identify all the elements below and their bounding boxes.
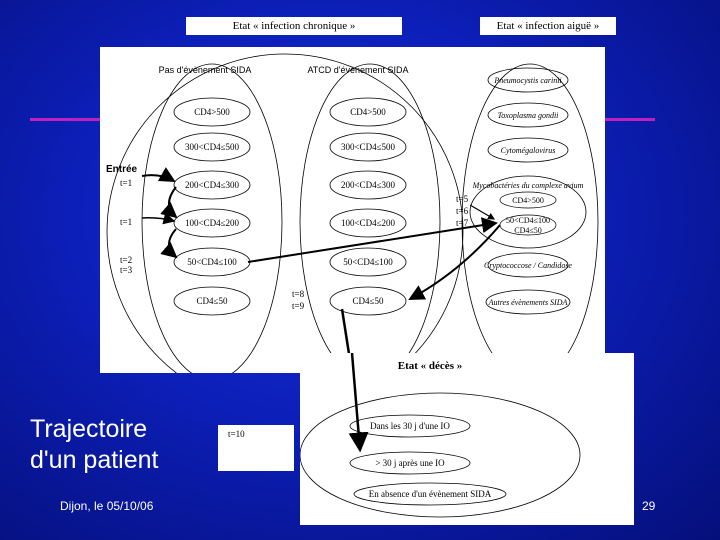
time-label-box: t=10 [218, 425, 294, 471]
trajectory-arrows [141, 167, 501, 300]
trajectory-arrow [141, 212, 176, 225]
state-node [173, 170, 251, 200]
state-node [173, 97, 251, 127]
state-label: 300<CD4≤500 [341, 142, 396, 152]
state-label: 200<CD4≤300 [341, 180, 396, 190]
accent-line-right [605, 118, 655, 121]
time-label: t=1 [120, 178, 132, 188]
acute-sub-state-label: 50<CD4≤100 [506, 216, 550, 225]
state-label: 100<CD4≤200 [341, 218, 396, 228]
state-label: 100<CD4≤200 [185, 218, 240, 228]
slide-title-line2: d'un patient [30, 446, 159, 474]
trajectory-arrow [141, 167, 176, 182]
acute-event-label: Toxoplasma gondii [498, 111, 559, 120]
time-label: t=6 [456, 206, 469, 216]
state-node [329, 208, 407, 238]
state-node [329, 132, 407, 162]
death-trajectory-arrow [348, 352, 369, 453]
page-number: 29 [642, 499, 656, 513]
trajectory-arrow [469, 204, 496, 220]
death-state-panel: Etat « décès » Dans les 30 j d'une IO > … [299, 352, 634, 525]
state-node [329, 286, 407, 316]
accent-line-left [30, 118, 102, 121]
time-label: t=8 [292, 289, 305, 299]
state-label: CD4>500 [194, 107, 230, 117]
no-aids-states: CD4>500 300<CD4≤500 200<CD4≤300 100<CD4≤… [173, 97, 251, 316]
state-label: CD4>500 [350, 107, 386, 117]
acute-event-label: Autres évènements SIDA [488, 298, 568, 307]
aids-history-column-title: ATCD d'évènement SIDA [307, 65, 408, 75]
acute-events: Pneumocystis carinii Toxoplasma gondii C… [469, 67, 587, 315]
acute-sub-state-label: CD4≤50 [514, 226, 542, 235]
acute-event-node [487, 137, 569, 163]
diagram-svg: Pas d'évènement SIDA ATCD d'évènement SI… [106, 53, 599, 411]
acute-event-label: Cytomégalovirus [501, 146, 556, 155]
acute-event-node [487, 67, 569, 93]
time-label: t=10 [228, 429, 245, 439]
death-outer-ellipse [299, 392, 581, 518]
acute-state-label: Etat « infection aiguë » [480, 17, 616, 35]
acute-event-node [487, 252, 569, 278]
time-label: t=3 [120, 265, 133, 275]
trajectory-arrow [160, 186, 178, 219]
death-svg: Etat « décès » Dans les 30 j d'une IO > … [299, 352, 581, 518]
time-label: t=5 [456, 194, 469, 204]
no-aids-column-title: Pas d'évènement SIDA [159, 65, 252, 75]
state-label: 300<CD4≤500 [185, 142, 240, 152]
time-label: t=9 [292, 301, 305, 311]
death-title: Etat « décès » [398, 360, 462, 372]
acute-sub-state-label: CD4>500 [512, 196, 544, 205]
state-label: 50<CD4≤100 [187, 257, 237, 267]
chronic-state-label: Etat « infection chronique » [186, 17, 402, 35]
death-state-label: > 30 j après une IO [375, 458, 445, 468]
state-node [173, 132, 251, 162]
time-label: t=7 [456, 218, 469, 228]
trajectory-arrow [160, 228, 178, 259]
acute-event-label: Mycobactéries du complexe avium [472, 181, 584, 190]
slide-title: Trajectoire d'un patient [30, 414, 159, 476]
acute-event-label: Cryptococcose / Candidose [484, 261, 572, 270]
death-state-node [353, 482, 507, 506]
entry-label: Entrée [106, 164, 138, 175]
death-state-label: Dans les 30 j d'une IO [370, 421, 450, 431]
slide-title-line1: Trajectoire [30, 415, 148, 443]
trajectory-arrow [247, 217, 498, 263]
state-label: CD4≤50 [197, 296, 228, 306]
mycobacteria-group-ellipse [469, 175, 587, 249]
state-label: 50<CD4≤100 [343, 257, 393, 267]
death-state-label: En absence d'un évènement SIDA [369, 489, 492, 499]
acute-event-node [487, 102, 569, 128]
state-node [329, 247, 407, 277]
state-node [329, 97, 407, 127]
acute-event-node [485, 289, 571, 315]
death-state-node [349, 414, 471, 438]
state-node [329, 170, 407, 200]
death-state-node [349, 451, 471, 475]
trajectory-arrow [408, 224, 501, 300]
chronic-outer-ellipse [106, 53, 464, 411]
acute-sub-state-node [499, 191, 557, 209]
time-label: t=2 [120, 255, 132, 265]
markov-state-diagram: Pas d'évènement SIDA ATCD d'évènement SI… [100, 47, 605, 411]
state-label: CD4≤50 [353, 296, 384, 306]
time-label: t=1 [120, 217, 132, 227]
acute-event-label: Pneumocystis carinii [493, 76, 561, 85]
aids-history-states: CD4>500 300<CD4≤500 200<CD4≤300 100<CD4≤… [329, 97, 407, 316]
footer-date: Dijon, le 05/10/06 [60, 499, 154, 513]
state-node [173, 286, 251, 316]
state-label: 200<CD4≤300 [185, 180, 240, 190]
